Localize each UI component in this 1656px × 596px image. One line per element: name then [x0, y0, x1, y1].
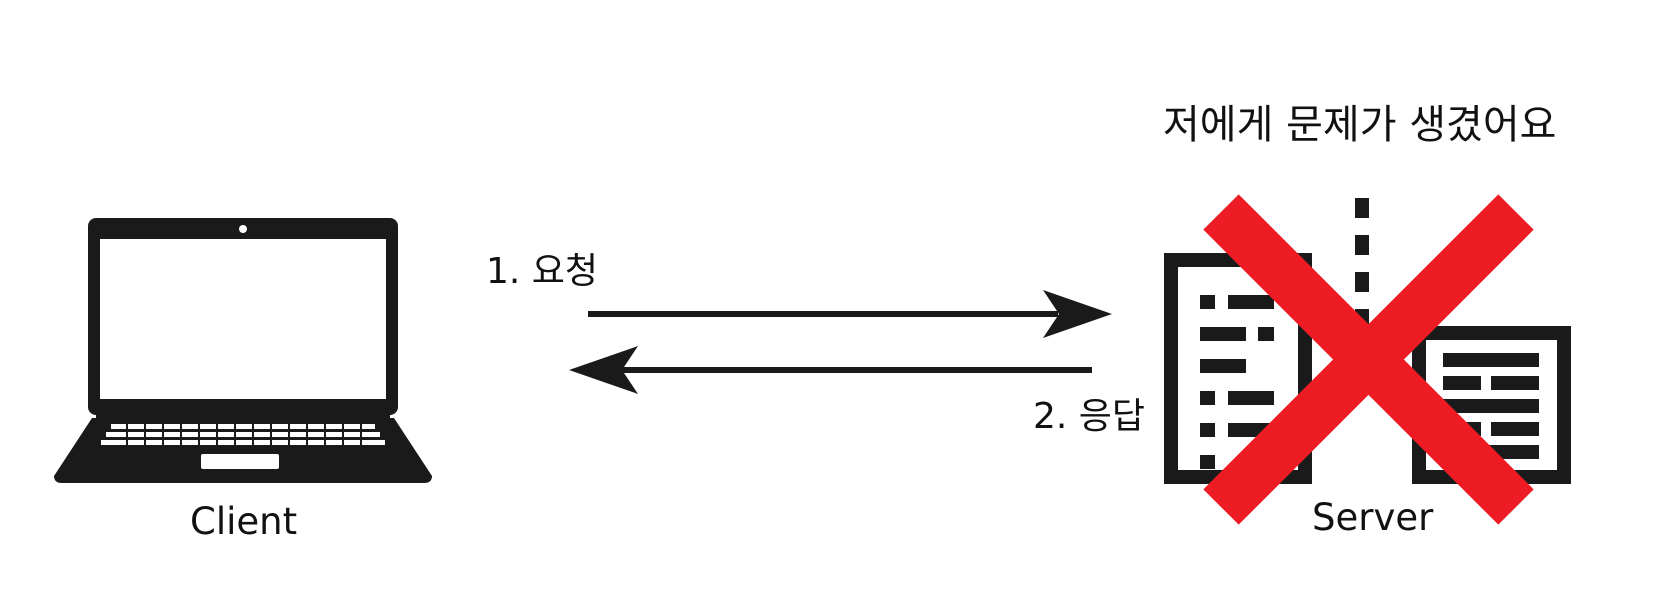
response-label: 2. 응답 [1033, 396, 1146, 437]
request-label: 1. 요청 [486, 251, 599, 292]
laptop-icon [54, 218, 432, 483]
x-icon [1203, 194, 1534, 525]
server-status-text: 저에게 문제가 생겼어요 [1163, 102, 1557, 148]
server-label: Server [1312, 496, 1434, 539]
request-arrow [588, 290, 1112, 338]
client-label: Client [190, 500, 298, 543]
response-arrow [569, 346, 1092, 394]
